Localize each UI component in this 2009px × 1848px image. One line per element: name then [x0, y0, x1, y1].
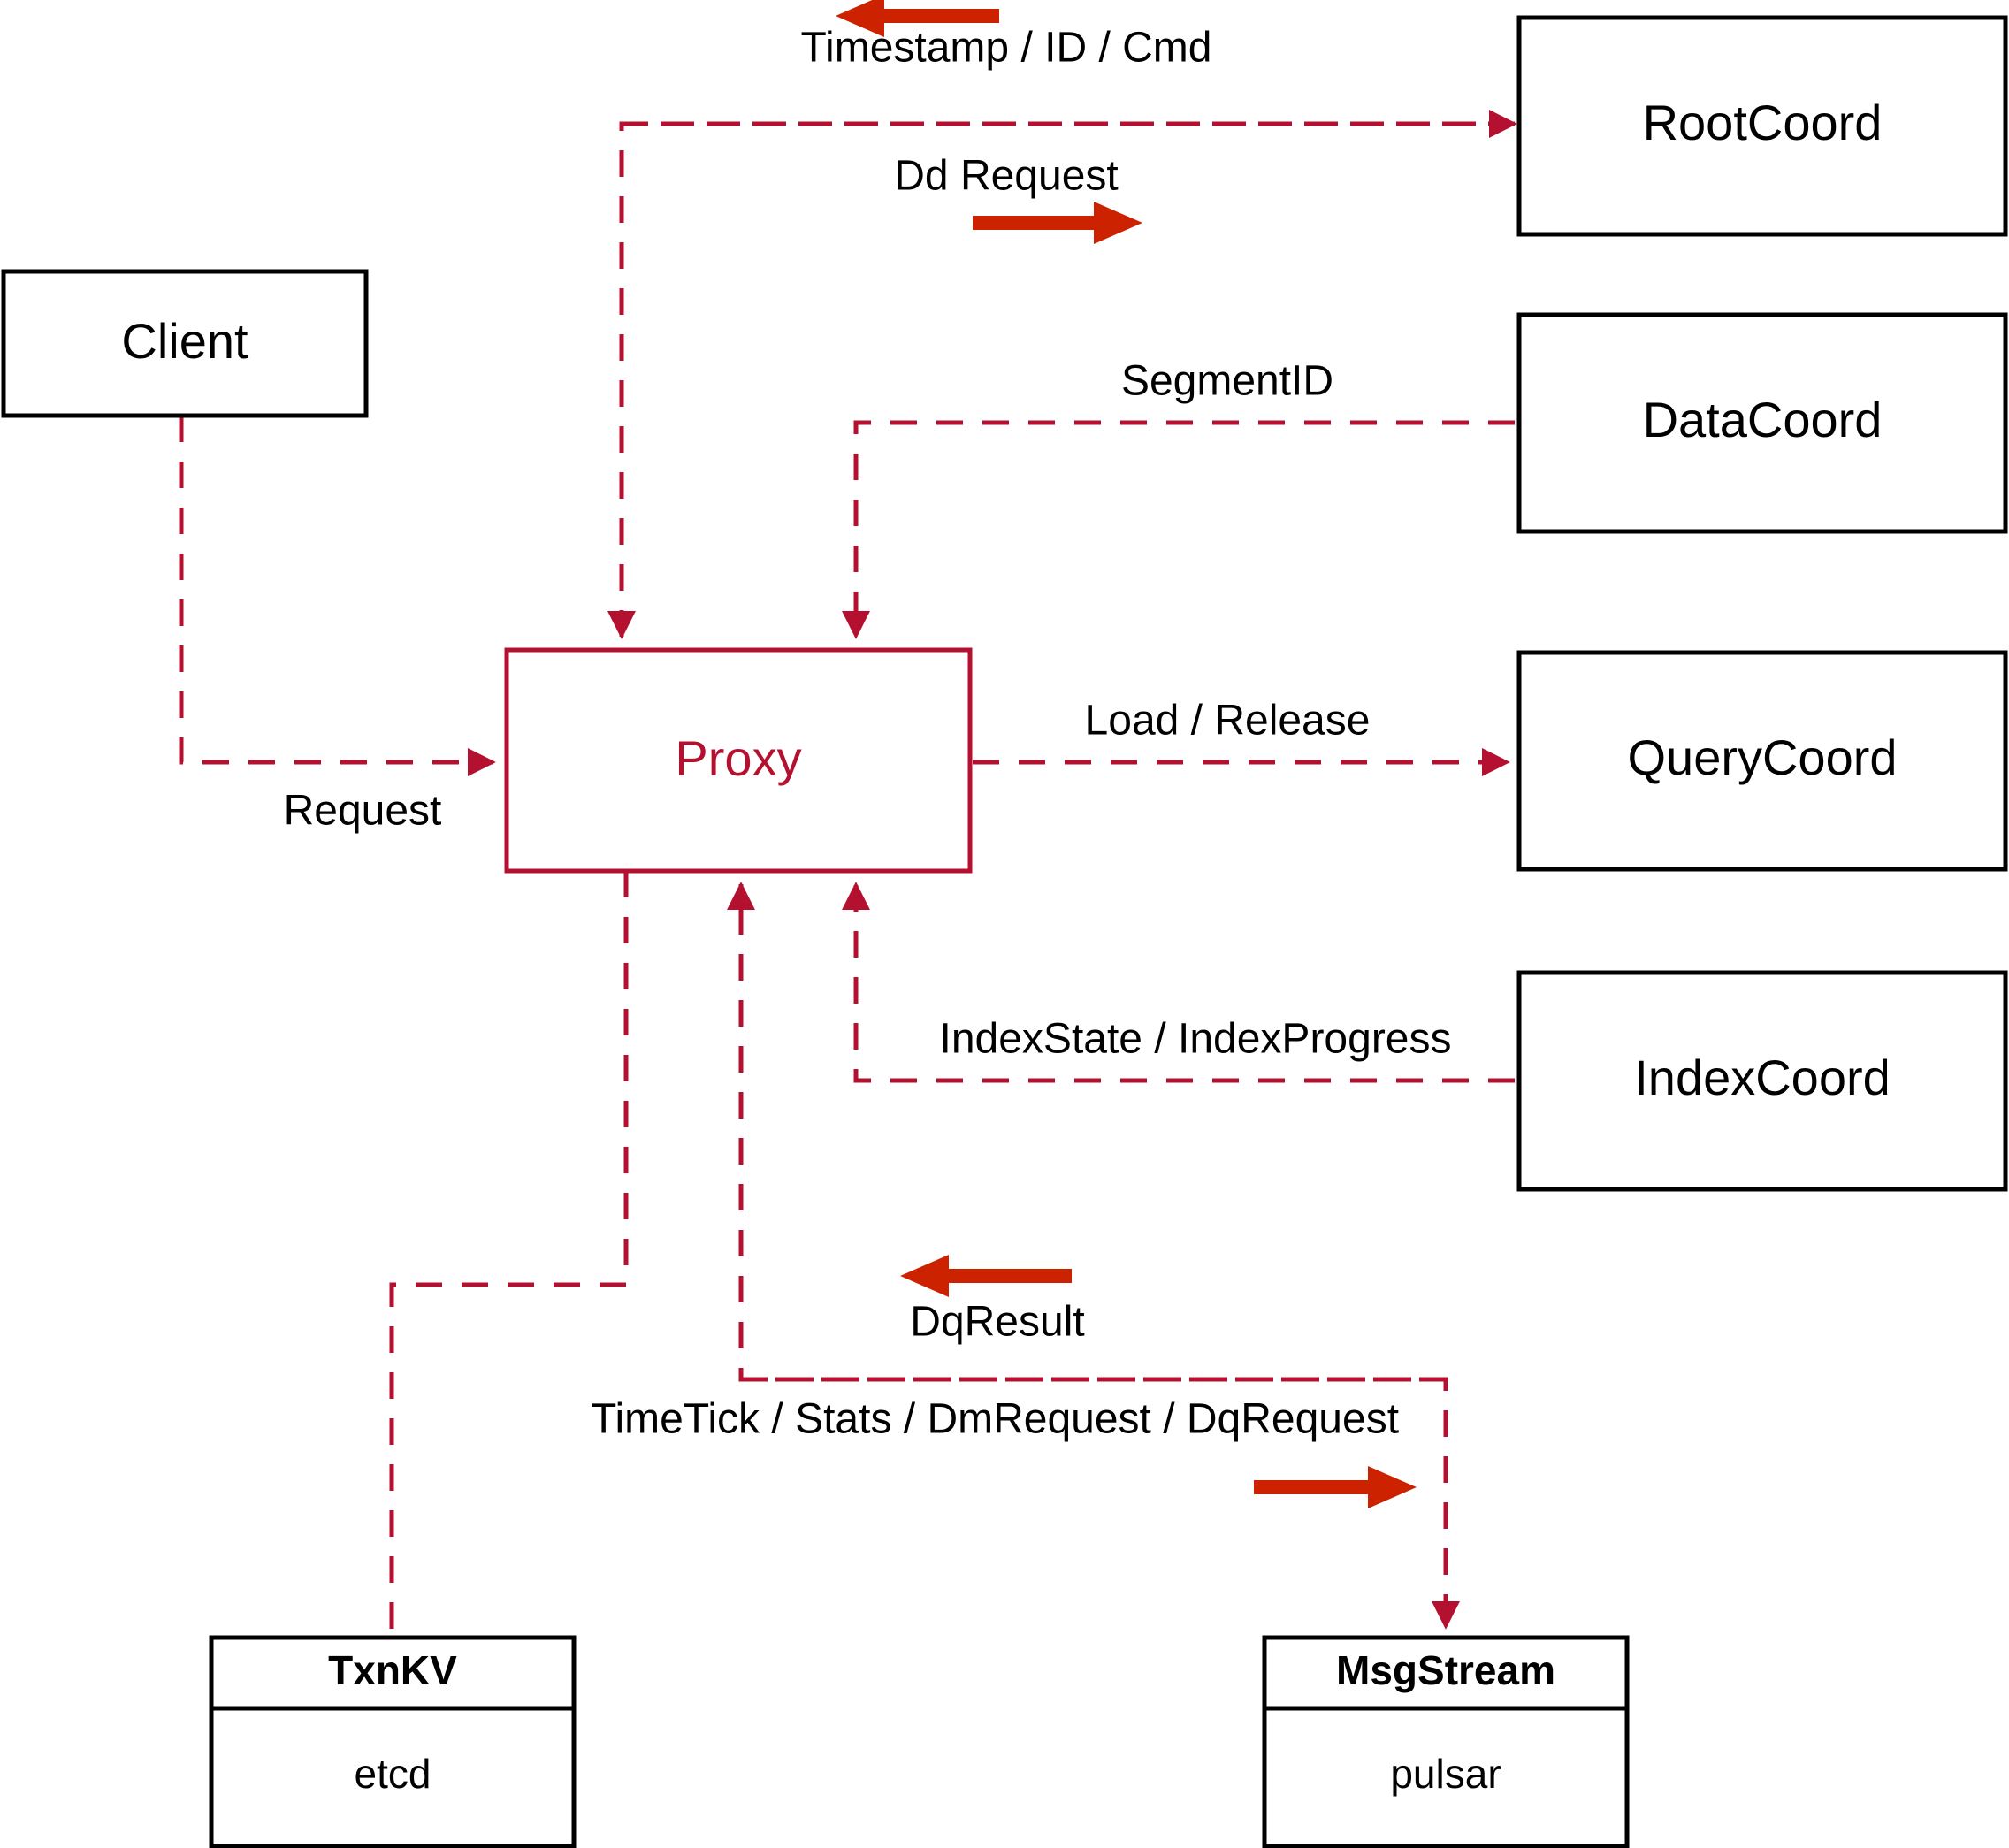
edge-label-index-state-progress: IndexState / IndexProgress	[940, 1016, 1452, 1063]
direction-arrow-timetick-right	[1254, 1466, 1417, 1508]
node-query-coord[interactable]: QueryCoord	[1516, 650, 2008, 872]
node-proxy[interactable]: Proxy	[504, 647, 973, 874]
node-root-coord[interactable]: RootCoord	[1516, 15, 2008, 237]
root-coord-box	[1516, 15, 2008, 237]
flow-proxy-txnkv	[389, 871, 629, 1638]
edge-label-timetick-stats-dm-dq: TimeTick / Stats / DmRequest / DqRequest	[591, 1396, 1399, 1443]
msgstream-title: MsgStream	[1336, 1647, 1555, 1693]
edge-label-load-release: Load / Release	[1085, 698, 1371, 745]
data-coord-label: DataCoord	[1643, 392, 1883, 447]
proxy-label: Proxy	[675, 730, 801, 786]
node-txnkv[interactable]: TxnKV etcd	[209, 1635, 577, 1848]
direction-arrow-dq-result-left	[900, 1255, 1072, 1297]
flow-segment-id	[841, 420, 1515, 639]
txnkv-title: TxnKV	[328, 1647, 457, 1693]
msgstream-box	[1262, 1635, 1630, 1848]
flow-index-state-progress	[841, 882, 1515, 1083]
direction-arrow-timestamp-left	[836, 0, 999, 37]
query-coord-box	[1516, 650, 2008, 872]
index-coord-label: IndexCoord	[1634, 1050, 1891, 1105]
edge-label-request: Request	[284, 788, 442, 835]
node-msgstream[interactable]: MsgStream pulsar	[1262, 1635, 1630, 1848]
data-coord-box	[1516, 312, 2008, 534]
query-coord-label: QueryCoord	[1627, 729, 1897, 785]
flow-request	[179, 416, 496, 777]
flow-timetick-stats-dm-dq	[741, 1377, 1461, 1630]
client-box	[1, 269, 369, 418]
edge-label-timestamp-id-cmd: Timestamp / ID / Cmd	[801, 25, 1212, 72]
flow-timestamp-id-cmd	[607, 121, 1515, 639]
edge-label-segment-id: SegmentID	[1121, 358, 1333, 405]
edge-label-dd-request: Dd Request	[894, 153, 1118, 200]
direction-arrow-dd-request-right	[973, 202, 1142, 244]
txnkv-box	[209, 1635, 577, 1848]
node-index-coord[interactable]: IndexCoord	[1516, 970, 2008, 1192]
node-data-coord[interactable]: DataCoord	[1516, 312, 2008, 534]
edge-label-dq-result: DqResult	[910, 1299, 1084, 1346]
index-coord-box	[1516, 970, 2008, 1192]
txnkv-impl: etcd	[355, 1751, 432, 1797]
client-label: Client	[121, 313, 248, 369]
root-coord-label: RootCoord	[1643, 95, 1883, 150]
flow-dq-result	[726, 882, 1446, 1382]
node-client[interactable]: Client	[1, 269, 369, 418]
msgstream-impl: pulsar	[1390, 1751, 1501, 1797]
proxy-box	[504, 647, 973, 874]
